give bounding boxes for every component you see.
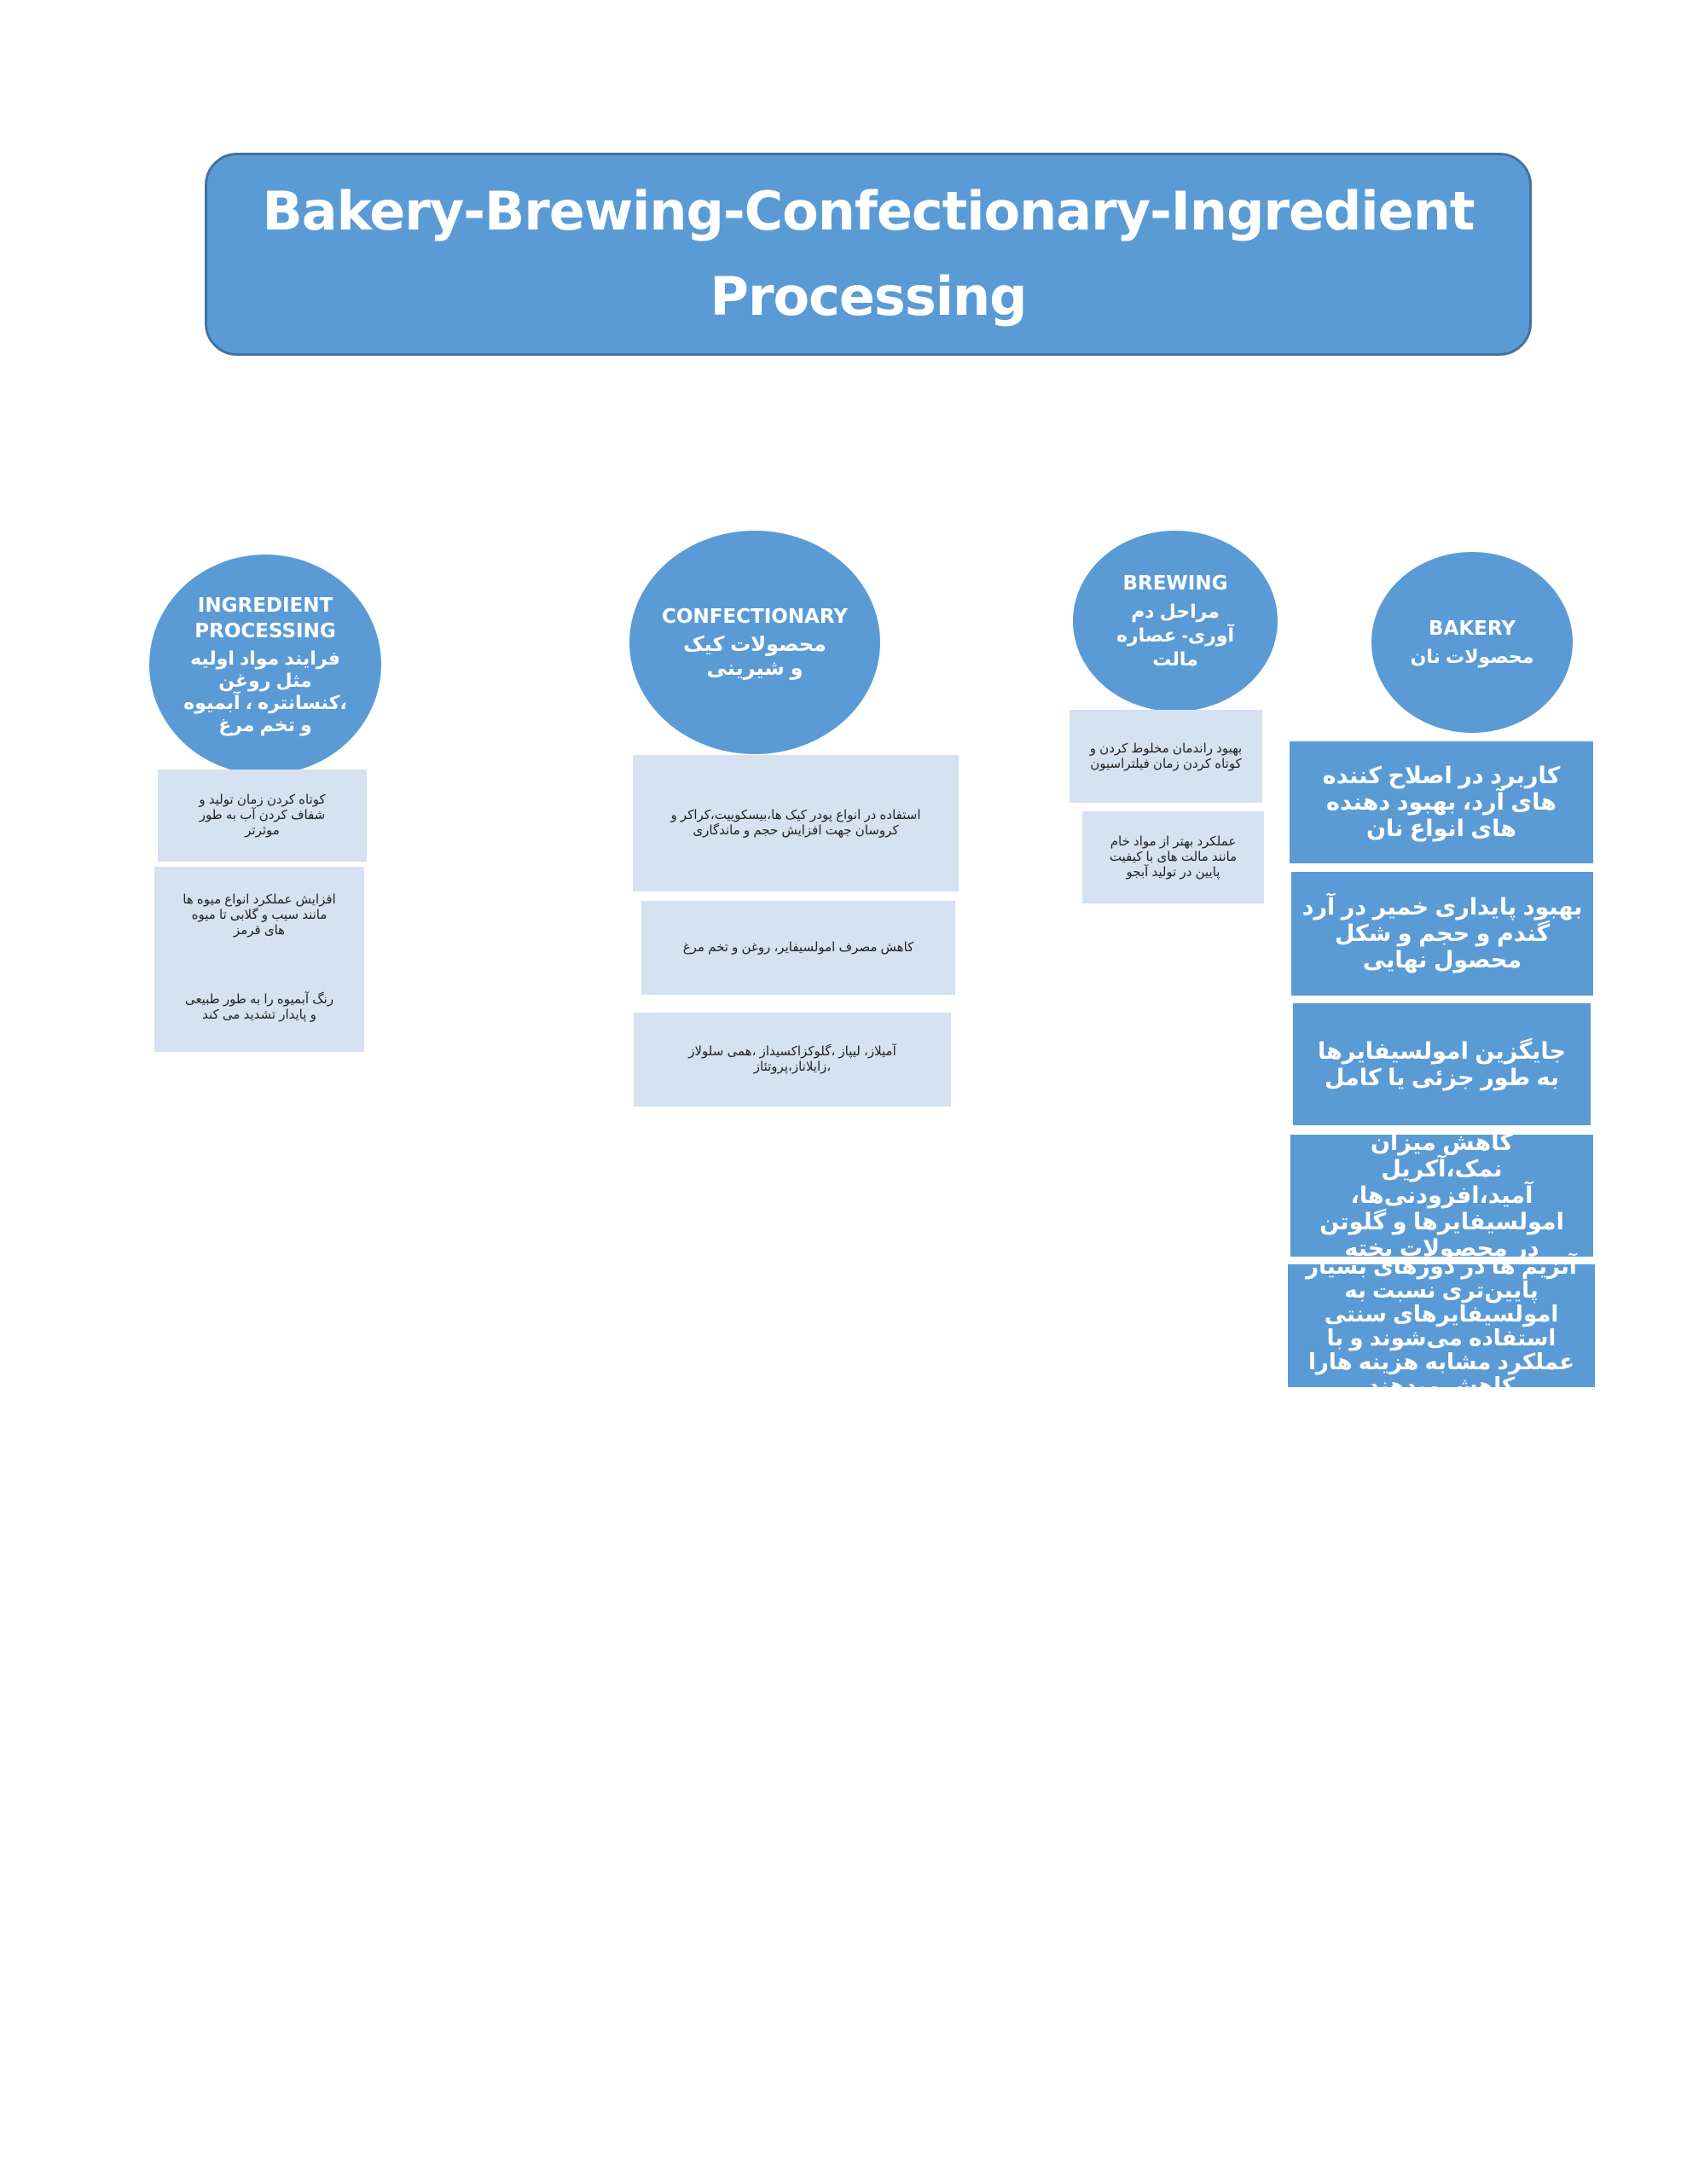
- ingredient-processing-name: INGREDIENT PROCESSING: [194, 595, 336, 642]
- confectionary-subtitle: محصولات کیک و شیرینی: [683, 633, 826, 680]
- bakery-item-2: بهبود پایداری خمیر در آرد گندم و حجم و ش…: [1290, 870, 1595, 997]
- bakery-item-3: جایگزین امولسیفایرها به طور جزئی یا کامل: [1291, 1002, 1592, 1127]
- confectionary-item-3: آمیلاز، لیپاز ،گلوکزاکسیداز ،همی سلولاز …: [634, 1013, 951, 1107]
- ingredient-item-3: رنگ آبمیوه را به طور طبیعی و پایدار تشدی…: [154, 962, 364, 1052]
- bakery-item-4: کاهش میزان نمک،آکریل آمید،افزودنی‌ها، ام…: [1289, 1130, 1595, 1261]
- brewing-subtitle: مراحل دم آوری- عصاره مالت: [1116, 601, 1235, 670]
- confectionary-item-2: کاهش مصرف امولسیفایر، روغن و تخم مرغ: [641, 901, 955, 995]
- brewing-item-1: بهبود راندمان مخلوط کردن و کوتاه کردن زم…: [1070, 710, 1262, 803]
- ingredient-item-1: کوتاه کردن زمان تولید و شفاف کردن آب به …: [158, 770, 367, 862]
- bakery-node: BAKERY محصولات نان: [1371, 552, 1573, 733]
- bakery-item-5: آنزیم ها در دوزهای بسیار پایین‌تری نسبت …: [1286, 1254, 1597, 1397]
- ingredient-processing-subtitle: فرایند مواد اولیه مثل روغن ،کنسانتره ، آ…: [183, 648, 347, 735]
- brewing-item-2: عملکرد بهتر از مواد خام مانند مالت های ب…: [1082, 811, 1264, 903]
- title-box: Bakery-Brewing-Confectionary-Ingredient …: [205, 153, 1532, 356]
- bakery-subtitle: محصولات نان: [1410, 646, 1534, 667]
- ingredient-processing-node: INGREDIENT PROCESSING فرایند مواد اولیه …: [149, 555, 381, 775]
- confectionary-node: CONFECTIONARY محصولات کیک و شیرینی: [629, 531, 880, 754]
- brewing-name: BREWING: [1122, 572, 1228, 595]
- confectionary-name: CONFECTIONARY: [662, 606, 848, 628]
- bakery-item-1: کاربرد در اصلاح کننده های آرد، بهبود دهن…: [1288, 740, 1595, 865]
- brewing-node: BREWING مراحل دم آوری- عصاره مالت: [1073, 531, 1278, 712]
- diagram-title: Bakery-Brewing-Confectionary-Ingredient …: [262, 180, 1475, 328]
- ingredient-item-2: افزایش عملکرد انواع میوه ها مانند سیب و …: [154, 867, 364, 964]
- bakery-name: BAKERY: [1429, 618, 1516, 640]
- confectionary-item-1: استفاده در انواع پودر کیک ها،بیسکوییت،کر…: [633, 755, 959, 892]
